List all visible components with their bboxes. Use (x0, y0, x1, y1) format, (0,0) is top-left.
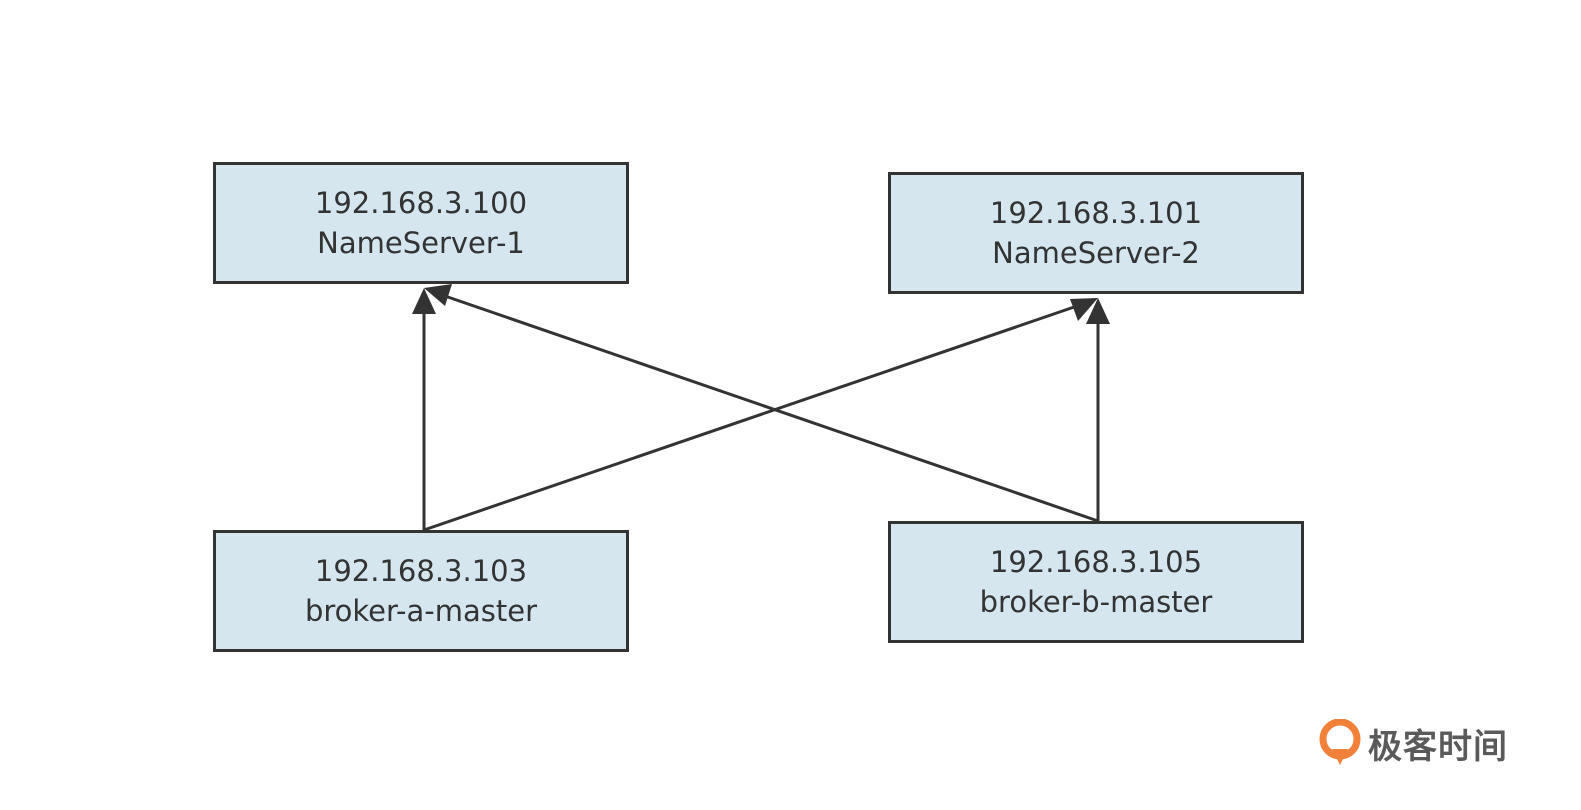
edge-broker-b-to-nameserver-1 (441, 293, 1099, 523)
node-ip: 192.168.3.105 (989, 545, 1203, 579)
node-name: NameServer-1 (317, 226, 525, 260)
broker-b-master-node: 192.168.3.105 broker-b-master (888, 521, 1304, 643)
node-ip: 192.168.3.100 (314, 186, 528, 220)
node-name: broker-a-master (304, 594, 538, 628)
arrowhead-icon (1086, 298, 1110, 324)
geektime-watermark: 极客时间 (1318, 717, 1508, 769)
edge-broker-a-to-nameserver-2 (423, 303, 1081, 532)
arrowhead-icon (1070, 298, 1098, 321)
node-name: broker-b-master (979, 585, 1213, 619)
nameserver-2-node: 192.168.3.101 NameServer-2 (888, 172, 1304, 294)
arrowhead-icon (412, 288, 436, 314)
arrowhead-icon (424, 284, 452, 306)
node-ip: 192.168.3.101 (989, 196, 1203, 230)
node-ip: 192.168.3.103 (314, 554, 528, 588)
node-name: NameServer-2 (992, 236, 1200, 270)
geektime-logo-icon (1318, 718, 1362, 767)
nameserver-1-node: 192.168.3.100 NameServer-1 (213, 162, 629, 284)
watermark-text: 极客时间 (1368, 726, 1508, 767)
broker-a-master-node: 192.168.3.103 broker-a-master (213, 530, 629, 652)
